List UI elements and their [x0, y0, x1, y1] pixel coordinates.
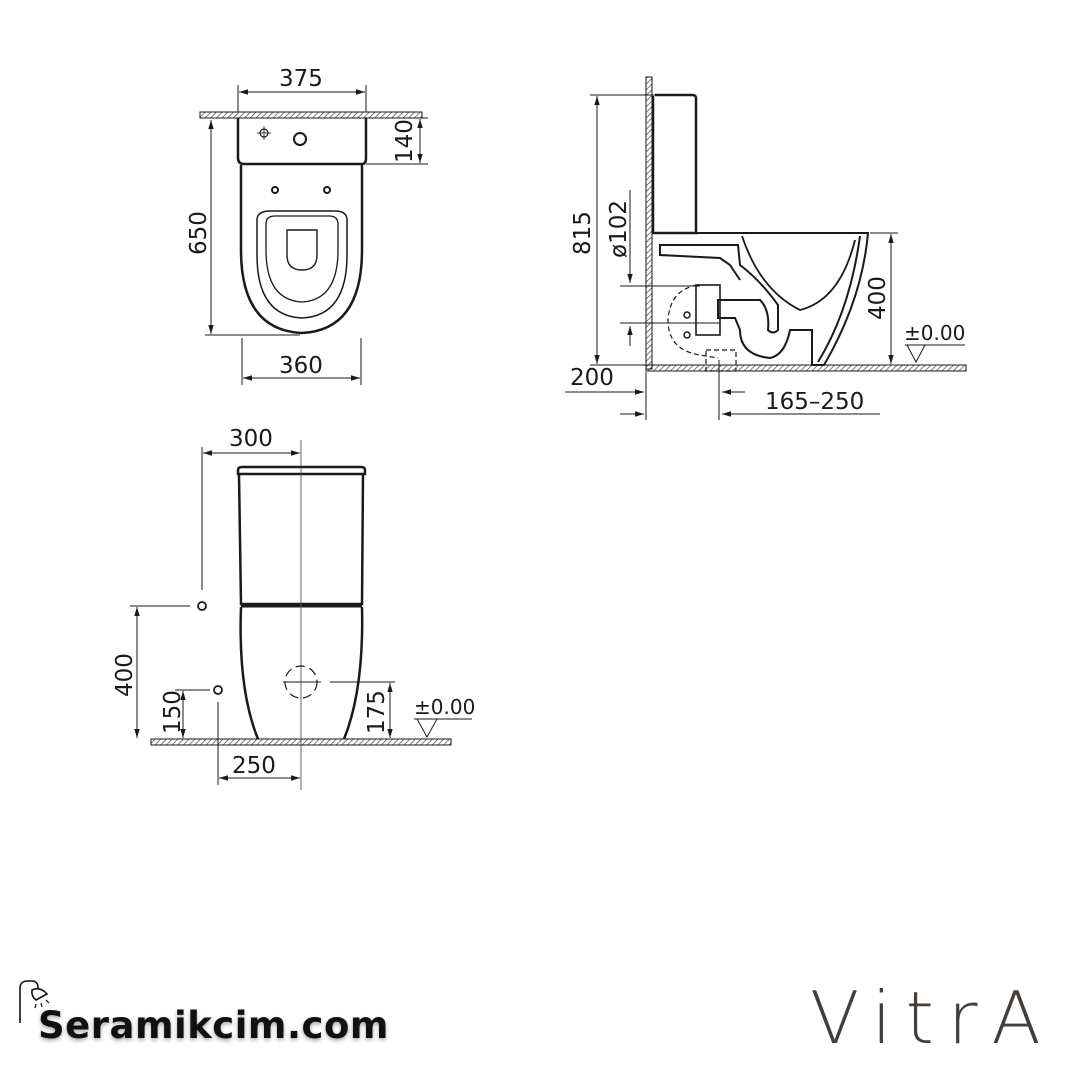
- shower-icon: [19, 980, 50, 1023]
- floor-level-front: ±0.00: [414, 695, 475, 719]
- seat-outer: [256, 210, 348, 319]
- top-view: [199, 85, 428, 385]
- dim-200: 200: [570, 365, 614, 391]
- floor-hatch: [645, 364, 967, 372]
- dim-815: 815: [570, 211, 596, 255]
- dim-250: 250: [232, 753, 276, 779]
- dim-300: 300: [229, 426, 273, 452]
- side-section-view: [565, 76, 967, 420]
- bowl-section: [655, 232, 870, 366]
- floor-level-side: ±0.00: [904, 321, 965, 345]
- site-logo: Seramikcim.com: [38, 1004, 389, 1047]
- dim-400-front: 400: [112, 653, 138, 697]
- dim-175: 175: [364, 690, 390, 734]
- dim-650: 650: [186, 211, 212, 255]
- seat-inner: [265, 215, 339, 303]
- front-view: [130, 440, 472, 790]
- tank-lid: [236, 465, 367, 476]
- dim-diameter-102: ø102: [606, 200, 632, 258]
- flush-button-icon: [293, 132, 307, 146]
- dim-400-side: 400: [865, 276, 891, 320]
- tank-outline: [237, 473, 365, 606]
- dim-375: 375: [279, 66, 323, 92]
- tank-outline: [236, 118, 368, 166]
- dim-360: 360: [279, 353, 323, 379]
- dim-150: 150: [160, 690, 186, 734]
- dim-165-250: 165–250: [765, 389, 864, 415]
- bowl-opening: [286, 229, 318, 271]
- tank-outline: [651, 93, 698, 235]
- dim-140: 140: [392, 119, 418, 163]
- wall-hatch: [645, 76, 653, 370]
- wall-hatch: [199, 111, 423, 119]
- bowl-outline: [239, 165, 364, 335]
- vitra-logo: VitrA: [810, 976, 1055, 1060]
